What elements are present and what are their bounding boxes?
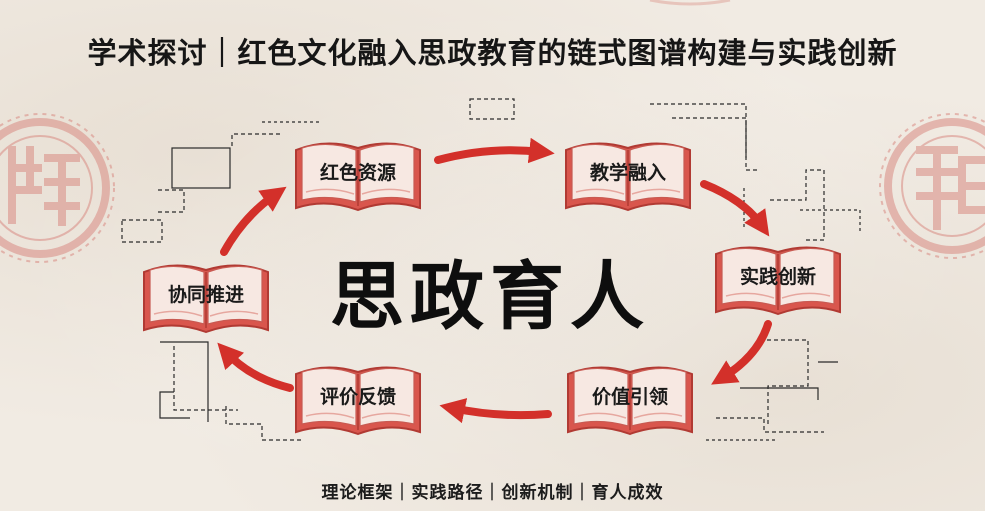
seal-stamp-icon	[0, 113, 115, 263]
center-title: 思政育人	[330, 254, 650, 340]
open-book-icon	[143, 264, 269, 334]
open-book-icon	[715, 246, 841, 316]
node-label: 红色资源	[319, 162, 396, 184]
node-practice-innovation[interactable]: 实践创新	[712, 240, 844, 320]
node-label: 价值引领	[591, 386, 668, 408]
open-book-icon	[295, 366, 421, 436]
curved-arrow-icon	[434, 137, 555, 164]
curved-arrow-icon	[439, 398, 552, 424]
footer-caption: 理论框架｜实践路径｜创新机制｜育人成效	[321, 483, 664, 503]
node-label: 实践创新	[739, 266, 816, 288]
node-value-guidance[interactable]: 价值引领	[564, 360, 696, 440]
node-teaching-integration[interactable]: 教学融入	[562, 136, 694, 216]
open-book-icon	[567, 366, 693, 436]
page-title: 学术探讨｜红色文化融入思政教育的链式图谱构建与实践创新	[87, 36, 898, 70]
open-book-icon	[565, 142, 691, 212]
open-book-icon	[295, 142, 421, 212]
node-collaborative-advance[interactable]: 协同推进	[140, 258, 272, 338]
node-label: 教学融入	[589, 162, 666, 184]
curved-arrow-icon	[700, 180, 770, 237]
curved-arrow-icon	[220, 186, 287, 256]
curved-arrow-icon	[217, 342, 294, 392]
node-label: 协同推进	[167, 284, 244, 306]
seal-stamp-icon	[879, 113, 985, 259]
node-label: 评价反馈	[319, 386, 396, 408]
node-red-resources[interactable]: 红色资源	[292, 136, 424, 216]
curved-arrow-icon	[711, 320, 772, 385]
node-evaluation-feedback[interactable]: 评价反馈	[292, 360, 424, 440]
